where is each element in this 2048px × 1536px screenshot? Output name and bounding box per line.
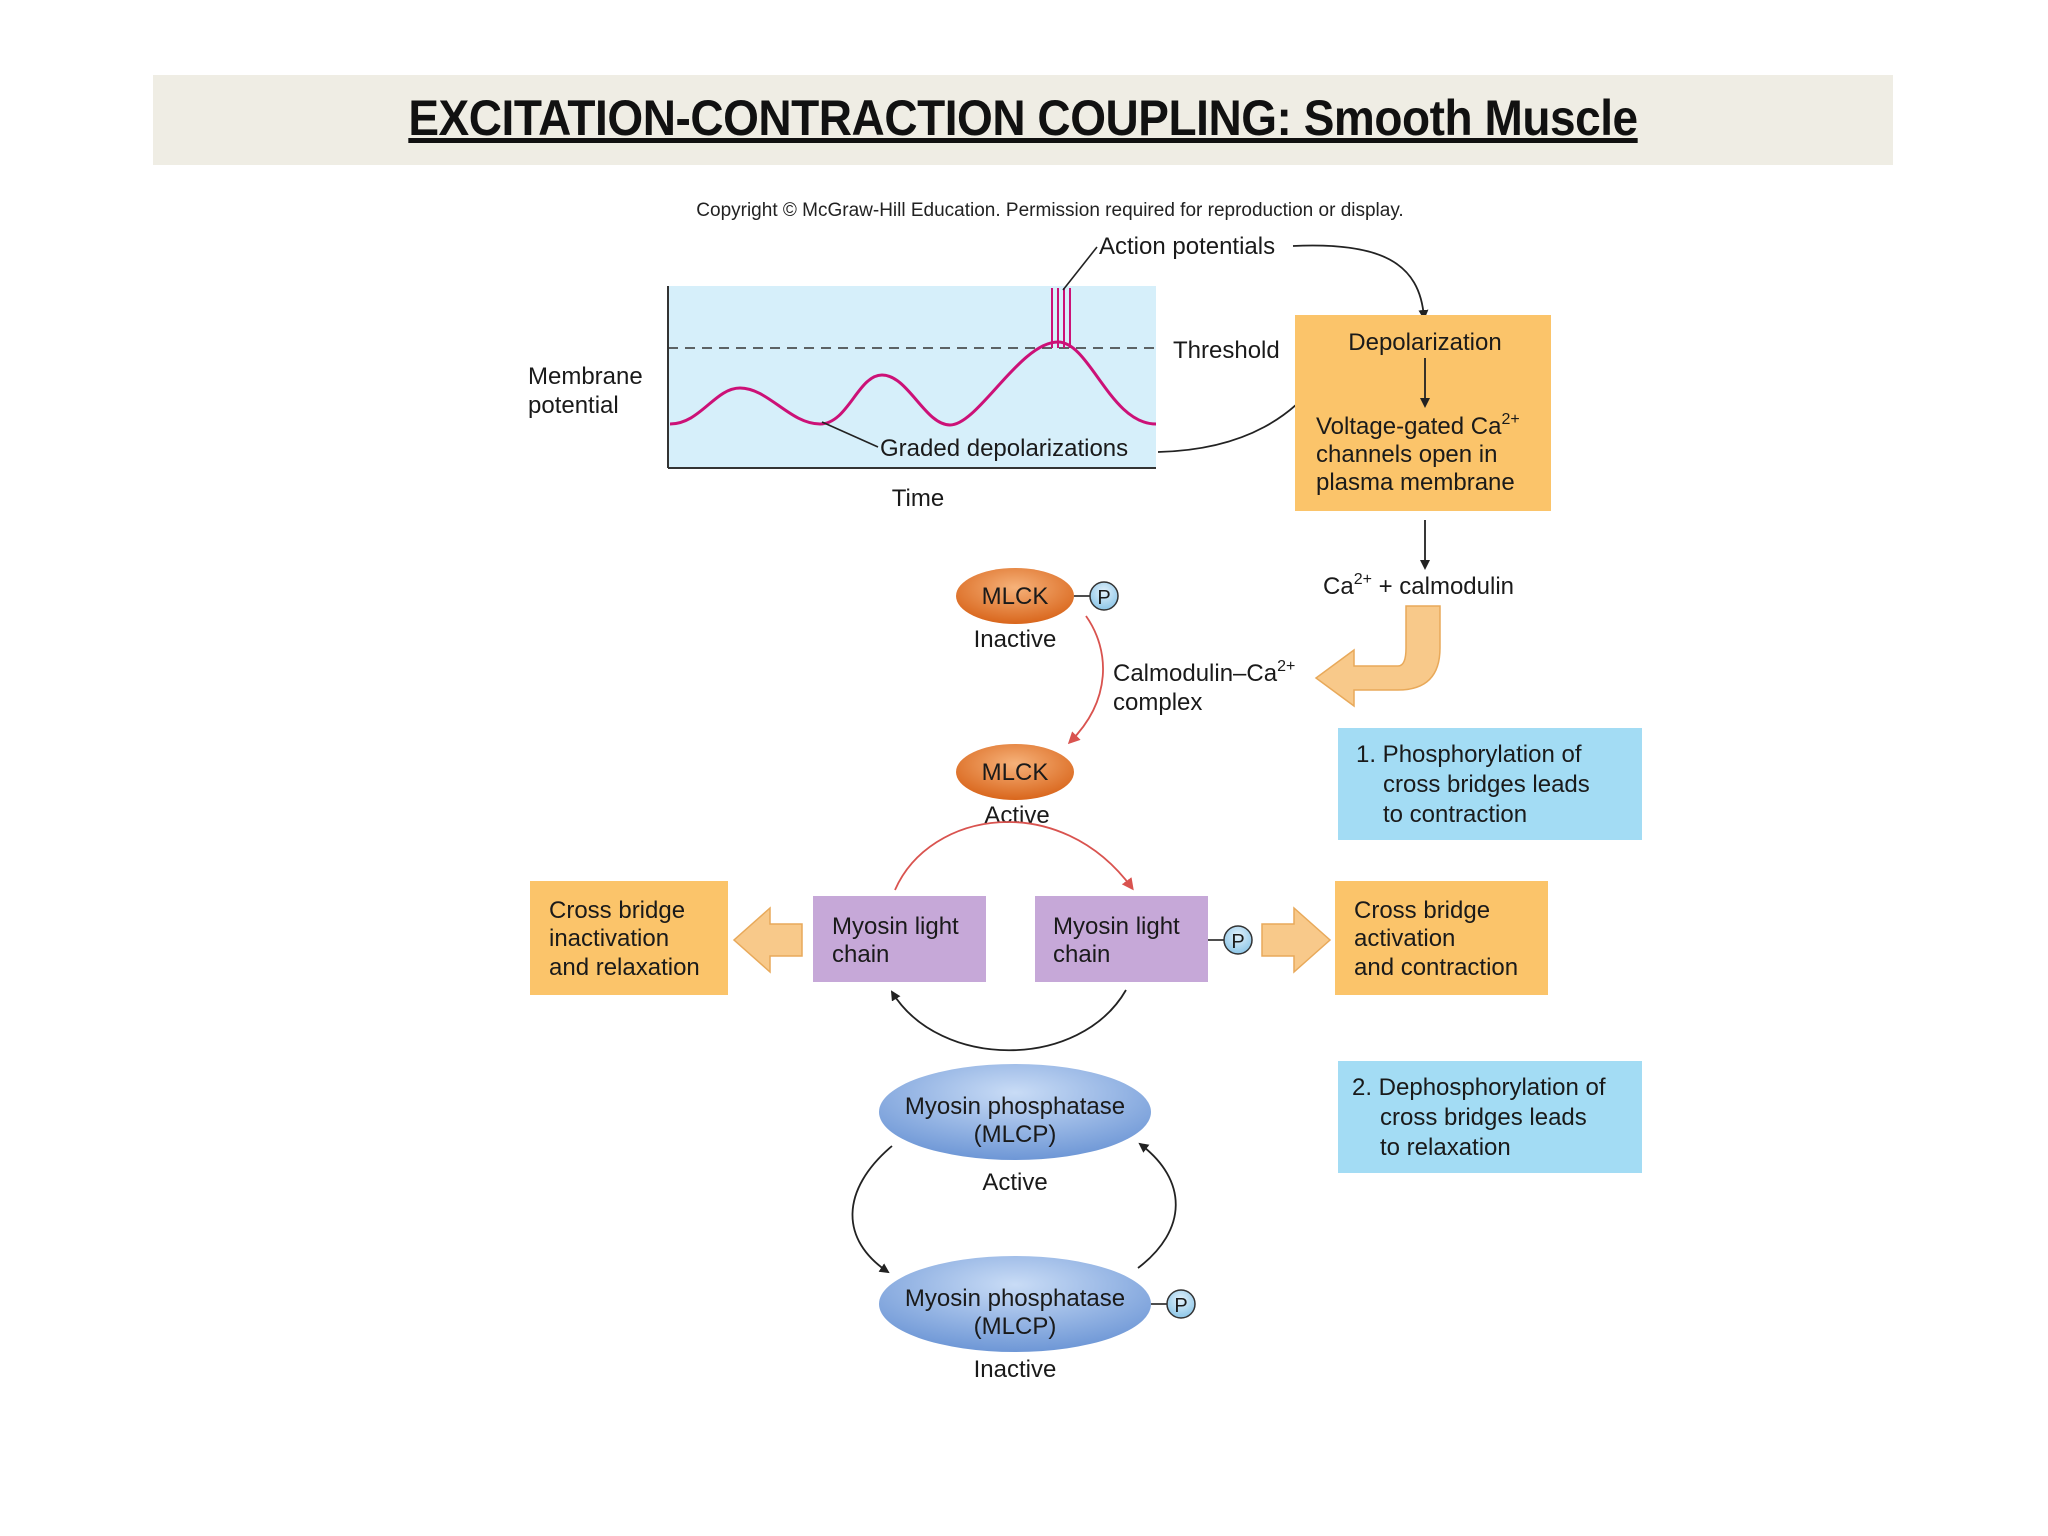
contract-line3: and contraction	[1354, 954, 1518, 981]
contract-line2: activation	[1354, 925, 1455, 952]
note-dephosphorylation: 2. Dephosphorylation of cross bridges le…	[1338, 1061, 1642, 1173]
voltage-gated-line3: plasma membrane	[1316, 469, 1515, 496]
note1-line1: 1. Phosphorylation of	[1356, 741, 1582, 768]
myosin-light-chain-phosphorylated: Myosin light chain P	[1035, 896, 1253, 982]
phosphate-icon	[1089, 581, 1119, 611]
arrow-phosphorylation-arc	[894, 821, 1134, 891]
myosin-phosphate-label: P	[1231, 931, 1244, 953]
action-potentials-leader	[1062, 246, 1098, 291]
note-phosphorylation: 1. Phosphorylation of cross bridges lead…	[1338, 728, 1642, 840]
myosin-light-chain-dephosphorylated: Myosin light chain	[813, 896, 986, 982]
x-axis-label: Time	[892, 485, 944, 512]
graded-depolarizations-label: Graded depolarizations	[880, 435, 1128, 462]
note1-line3: to contraction	[1383, 801, 1527, 828]
contract-line1: Cross bridge	[1354, 897, 1490, 924]
graded-leader	[821, 421, 879, 448]
mlcp-active: Myosin phosphatase (MLCP) Active	[879, 1064, 1151, 1196]
depolarization-box: Depolarization Voltage-gated Ca2+ channe…	[1295, 315, 1551, 511]
mlck-active: MLCK Active	[956, 744, 1074, 829]
note1-line2: cross bridges leads	[1383, 771, 1590, 798]
phosphate-icon	[1166, 1289, 1196, 1319]
mlcp-inactive: Myosin phosphatase (MLCP) P Inactive	[879, 1256, 1196, 1383]
arrow-to-relaxation	[732, 906, 803, 974]
myosin-left-line1: Myosin light	[832, 913, 959, 940]
arrow-mlcp-activation	[1137, 1142, 1177, 1269]
mlcp-active-line1: Myosin phosphatase	[905, 1093, 1125, 1120]
mlcp-inactive-state: Inactive	[974, 1356, 1057, 1383]
complex-line2: complex	[1113, 689, 1202, 716]
voltage-gated-line2: channels open in	[1316, 441, 1497, 468]
contraction-box: Cross bridge activation and contraction	[1335, 881, 1548, 995]
membrane-wave	[669, 340, 1157, 427]
mlck-active-label: MLCK	[982, 759, 1049, 786]
mlcp-phosphate-label: P	[1174, 1295, 1187, 1317]
complex-line1: Calmodulin–Ca2+	[1113, 658, 1295, 687]
myosin-left-line2: chain	[832, 941, 889, 968]
mlck-inactive: MLCK P Inactive	[956, 568, 1119, 653]
relaxation-box: Cross bridge inactivation and relaxation	[530, 881, 728, 995]
arrow-ap-to-depolarization	[1292, 244, 1429, 320]
calcium-calmodulin-label: Ca2+ + calmodulin	[1323, 571, 1514, 600]
y-axis-label-line1: Membrane	[528, 363, 643, 390]
relax-line2: inactivation	[549, 925, 669, 952]
curved-orange-arrow	[1314, 605, 1441, 708]
membrane-potential-graph: Membrane potential Time Threshold Action…	[528, 233, 1280, 512]
mlck-inactive-state: Inactive	[974, 626, 1057, 653]
relax-line1: Cross bridge	[549, 897, 685, 924]
mlck-phosphate-label: P	[1097, 587, 1110, 609]
copyright-notice: Copyright © McGraw-Hill Education. Permi…	[696, 200, 1404, 221]
depolarization-title: Depolarization	[1348, 329, 1501, 356]
mlcp-inactive-line1: Myosin phosphatase	[905, 1285, 1125, 1312]
graph-background	[668, 286, 1156, 468]
note2-line3: to relaxation	[1380, 1134, 1511, 1161]
mlcp-active-state: Active	[982, 1169, 1047, 1196]
action-potentials-label: Action potentials	[1099, 233, 1275, 260]
phosphate-icon	[1223, 925, 1253, 955]
myosin-right-line2: chain	[1053, 941, 1110, 968]
voltage-gated-line1: Voltage-gated Ca2+	[1316, 411, 1520, 440]
title-bar: EXCITATION-CONTRACTION COUPLING: Smooth …	[153, 75, 1893, 165]
arrow-to-contraction	[1261, 906, 1332, 974]
threshold-label: Threshold	[1173, 337, 1280, 364]
arrow-mlcp-inactivation	[851, 1145, 893, 1274]
note2-line1: 2. Dephosphorylation of	[1352, 1074, 1606, 1101]
arrow-dephosphorylation-arc	[890, 989, 1127, 1052]
mlck-inactive-label: MLCK	[982, 583, 1049, 610]
myosin-right-line1: Myosin light	[1053, 913, 1180, 940]
y-axis-label-line2: potential	[528, 392, 619, 419]
note2-line2: cross bridges leads	[1380, 1104, 1587, 1131]
page-title: EXCITATION-CONTRACTION COUPLING: Smooth …	[408, 90, 1638, 146]
arrow-mlck-activation	[1067, 615, 1104, 745]
mlcp-inactive-line2: (MLCP)	[974, 1313, 1057, 1340]
relax-line3: and relaxation	[549, 954, 700, 981]
action-potential-spikes	[1051, 288, 1071, 348]
mlcp-active-line2: (MLCP)	[974, 1121, 1057, 1148]
